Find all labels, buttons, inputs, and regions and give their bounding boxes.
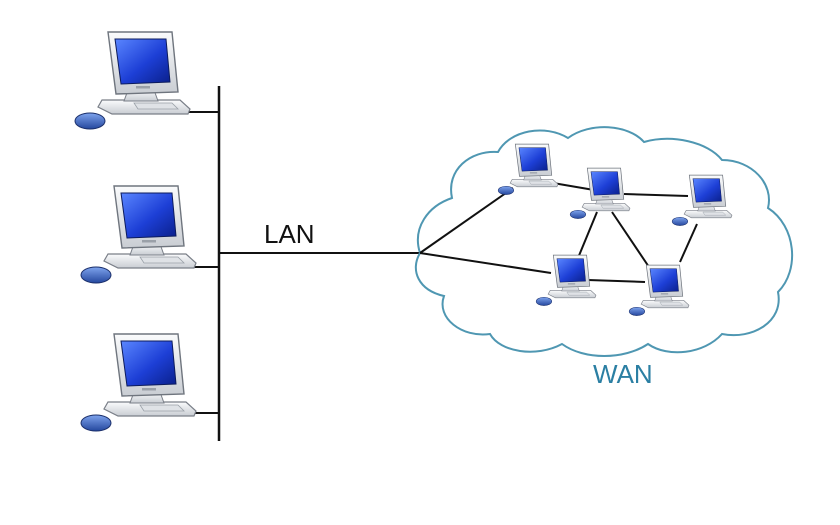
wan-link	[623, 193, 689, 197]
wan-link	[679, 223, 698, 263]
desktop-computer-icon	[80, 333, 197, 432]
wan-label: WAN	[593, 359, 653, 389]
wan-link	[419, 252, 552, 274]
wan-link	[419, 187, 514, 254]
wan-cloud	[415, 126, 794, 357]
wan-link	[587, 279, 646, 283]
lan-label: LAN	[264, 219, 315, 249]
desktop-computer-icon	[74, 31, 191, 130]
wan-link	[577, 211, 598, 259]
wan-link	[552, 182, 595, 191]
desktop-computer-icon	[80, 185, 197, 284]
wan-link	[611, 211, 652, 271]
